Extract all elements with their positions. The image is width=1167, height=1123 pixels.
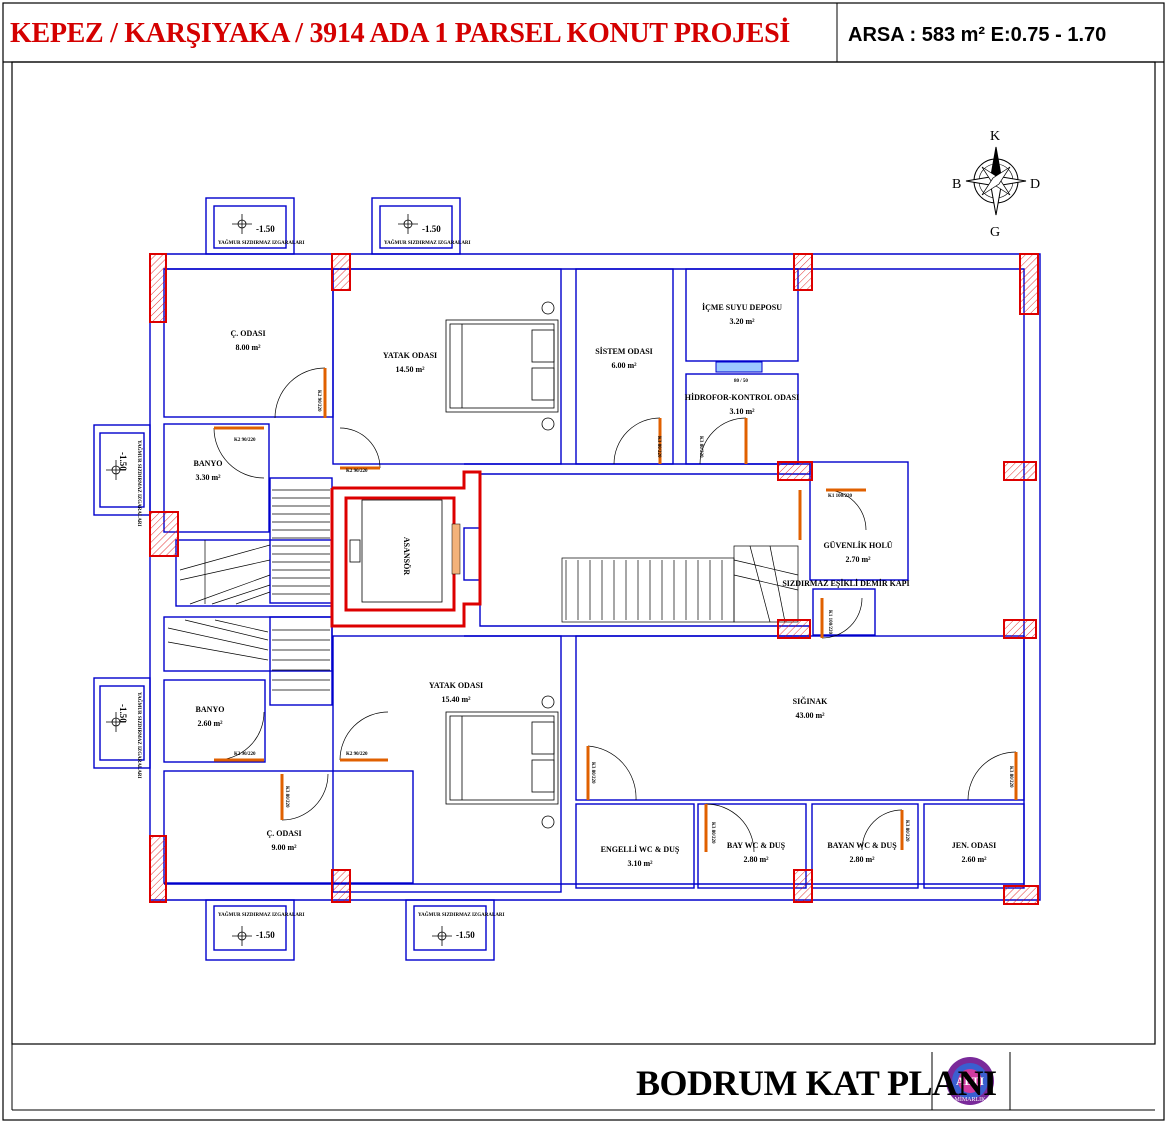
room-area: 2.70 m² [845, 555, 871, 564]
room-area: 15.40 m² [441, 695, 471, 704]
door-labels: K2 90/220 K2 90/220 K2 90/220 K2 90/220 … [234, 379, 1013, 844]
room-name: Ç. ODASI [230, 329, 265, 338]
level-marker: -1.50 [118, 452, 128, 471]
door-swings [213, 367, 1017, 853]
room-name: SIĞINAK [793, 696, 828, 706]
room-name: BAYAN WC & DUŞ [827, 841, 897, 850]
compass-north: K [990, 129, 1000, 144]
grate-label: YAĞMUR SIZDIRMAZ IZGARALARI [136, 440, 142, 527]
door-leaves [214, 368, 1018, 852]
room-name: JEN. ODASI [952, 841, 996, 850]
door-tag: K2 90/220 [346, 469, 368, 474]
room-name: GÜVENLİK HOLÜ [823, 540, 892, 550]
grate-label: YAĞMUR SIZDIRMAZ IZGARALARI [384, 240, 471, 246]
company-logo: ALTI MİMARLIK [936, 1054, 1006, 1108]
room-area: 3.20 m² [729, 317, 755, 326]
room-area: 3.10 m² [627, 859, 653, 868]
compass-south: G [990, 225, 1000, 240]
grate-label: YAĞMUR SIZDIRMAZ IZGARALARI [218, 240, 305, 246]
door-tag: K2 90/220 [234, 438, 256, 443]
walls [93, 197, 1041, 961]
door-tag: K3 80/220 [590, 762, 595, 784]
room-area: 43.00 m² [795, 711, 825, 720]
stairs [167, 489, 799, 691]
door-tag: K1 100/220 [827, 610, 832, 635]
room-area: 3.30 m² [195, 473, 221, 482]
grate-label: YAĞMUR SIZDIRMAZ IZGARALARI [218, 912, 305, 918]
room-area: 9.00 m² [271, 843, 297, 852]
compass-east: D [1030, 177, 1040, 192]
level-marker: -1.50 [256, 224, 275, 234]
logo-subtitle: MİMARLIK [955, 1096, 987, 1103]
room-name: Ç. ODASI [266, 829, 301, 838]
door-tag: K3 80/220 [710, 822, 715, 844]
grate-label: YAĞMUR SIZDIRMAZ IZGARALARI [136, 692, 142, 779]
room-area: 2.80 m² [743, 855, 769, 864]
columns [149, 253, 1039, 905]
door-tag: K3 80/220 [656, 436, 661, 458]
door-tag: K3 80/220 [284, 786, 289, 808]
compass-letters: K G B D [952, 129, 1040, 240]
compass-west: B [952, 177, 961, 192]
room-area: 2.60 m² [961, 855, 987, 864]
grate-label: YAĞMUR SIZDIRMAZ IZGARALARI [418, 912, 505, 918]
room-name: HİDROFOR-KONTROL ODASI [685, 392, 799, 402]
room-labels: Ç. ODASI 8.00 m² YATAK ODASI 14.50 m² Sİ… [194, 302, 997, 868]
room-area: 2.80 m² [849, 855, 875, 864]
level-marker: -1.50 [256, 930, 275, 940]
room-area: 14.50 m² [395, 365, 425, 374]
door-tag: K3 80/220 [904, 820, 909, 842]
room-area: 6.00 m² [611, 361, 637, 370]
room-name: ENGELLİ WC & DUŞ [601, 844, 680, 854]
beds [445, 301, 559, 829]
elevator-shaft [330, 470, 482, 628]
room-name: BANYO [194, 459, 223, 468]
door-tag: K1 100/220 [828, 494, 853, 499]
room-name: BAY WC & DUŞ [727, 841, 786, 850]
door-tag: K3 80/220 [1008, 766, 1013, 788]
door-tag: K2 90/220 [346, 752, 368, 757]
window-tag: 80 / 50 [734, 379, 748, 384]
door-tag: K2 90/220 [316, 390, 321, 412]
room-name: BANYO [196, 705, 225, 714]
level-marker: -1.50 [456, 930, 475, 940]
logo-letters: ALTI [956, 1074, 985, 1088]
room-name: YATAK ODASI [429, 681, 483, 690]
light-well-labels: -1.50 YAĞMUR SIZDIRMAZ IZGARALARI -1.50 … [118, 224, 505, 940]
room-area: 8.00 m² [235, 343, 261, 352]
room-name: ASANSÖR [402, 537, 411, 575]
level-marker: -1.50 [118, 704, 128, 723]
north-arrow [965, 146, 1027, 216]
light-well-markers [106, 214, 452, 946]
room-area: 2.60 m² [197, 719, 223, 728]
room-name: YATAK ODASI [383, 351, 437, 360]
plan-title: BODRUM KAT PLANI [636, 1063, 997, 1103]
level-marker: -1.50 [422, 224, 441, 234]
room-area: 3.10 m² [729, 407, 755, 416]
room-name: İÇME SUYU DEPOSU [702, 302, 782, 312]
room-name: SIZDIRMAZ EŞİKLİ DEMİR KAPI [782, 578, 909, 588]
project-title: KEPEZ / KARŞIYAKA / 3914 ADA 1 PARSEL KO… [10, 18, 791, 49]
door-tag: K3 80/220 [698, 436, 703, 458]
plot-area-info: ARSA : 583 m² E:0.75 - 1.70 [848, 24, 1107, 46]
room-name: SİSTEM ODASI [595, 346, 653, 356]
door-tag: K2 90/220 [234, 752, 256, 757]
